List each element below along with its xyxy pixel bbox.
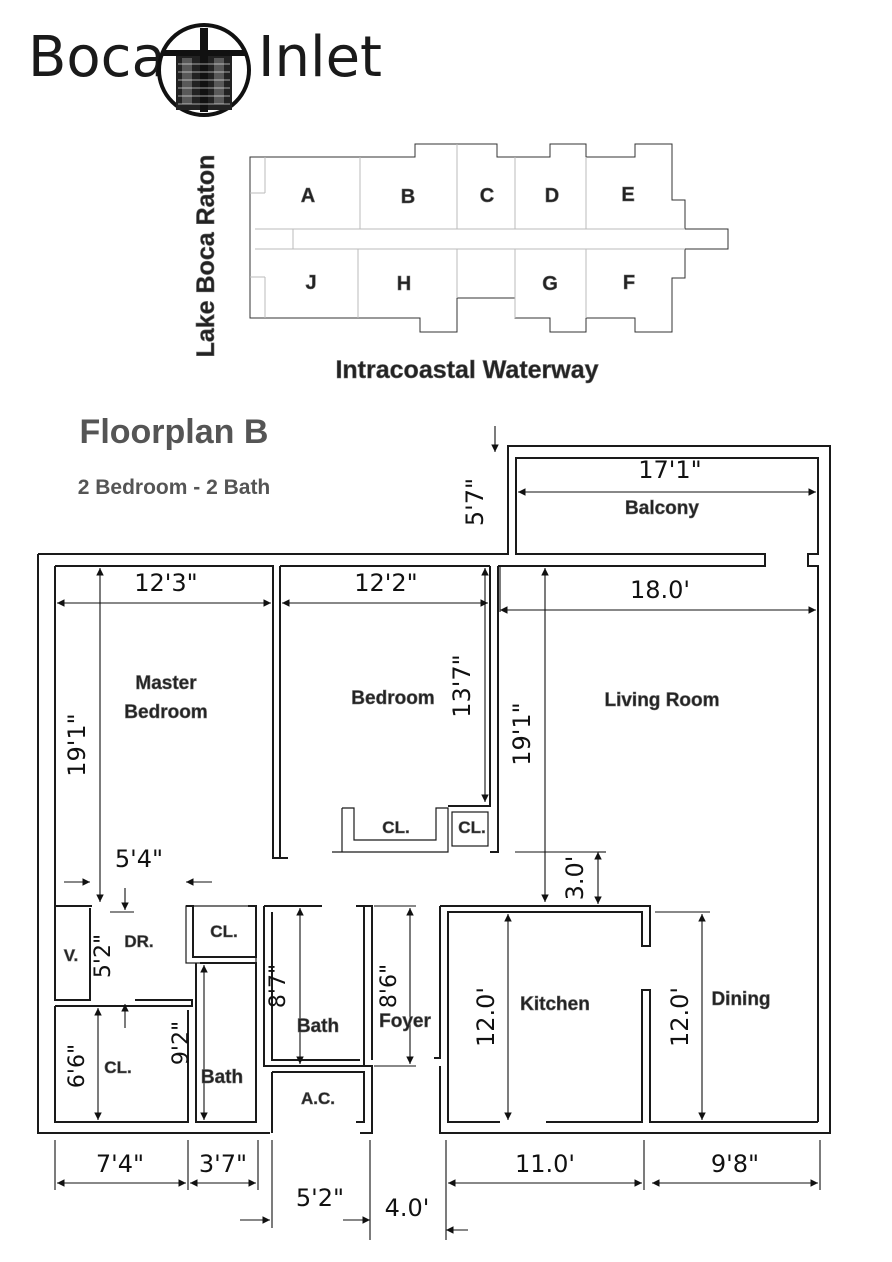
master-bedroom-label-2: Bedroom (124, 702, 207, 723)
ac-label: A.C. (301, 1089, 335, 1108)
site-key-plan: A B C D E J H G F Lake Boca Raton Intrac… (192, 143, 729, 384)
dressing-room-label: DR. (124, 932, 153, 951)
logo-right-word: Inlet (258, 25, 382, 90)
unit-h-label: H (397, 273, 411, 295)
dining-width-dim: 9'8" (711, 1150, 759, 1178)
unit-f-label: F (623, 272, 635, 294)
bottom-dim-hall: 5'2" (296, 1184, 344, 1212)
gap-dim: 3.0' (561, 856, 589, 901)
master-bedroom-label-1: Master (135, 673, 197, 694)
room-labels: Master Bedroom Bedroom Living Room Balco… (63, 498, 770, 1109)
logo-left-word: Boca (28, 25, 166, 90)
unit-g-label: G (542, 273, 558, 295)
dining-label: Dining (711, 989, 770, 1010)
balcony-depth-dim: 5'7" (461, 478, 489, 526)
vanity-label: V. (64, 946, 79, 965)
bottom-dim-foyer: 4.0' (385, 1194, 430, 1222)
lake-boca-raton-label: Lake Boca Raton (192, 155, 220, 358)
bedroom-closet-label: CL. (382, 818, 409, 837)
unit-e-label: E (621, 184, 634, 206)
bedroom-width-dim: 12'2" (354, 569, 417, 597)
hall-width-dim: 5'4" (115, 845, 163, 873)
floorplan-title: Floorplan B (80, 413, 269, 451)
balcony-label: Balcony (625, 498, 699, 519)
kitchen-depth-dim: 12.0' (472, 987, 500, 1047)
living-depth-dim: 19'1" (508, 702, 536, 765)
master-closet-label: CL. (104, 1058, 131, 1077)
living-width-dim: 18.0' (630, 576, 690, 604)
foyer-label: Foyer (379, 1011, 431, 1032)
unit-a-label: A (301, 185, 315, 207)
dimension-labels: 17'1" 5'7" 12'3" 12'2" 18.0' 19'1" 13'7"… (63, 456, 759, 1222)
kitchen-width-dim: 11.0' (515, 1150, 575, 1178)
bedroom-depth-dim: 13'7" (448, 654, 476, 717)
master-closet-depth-dim: 6'6" (65, 1044, 90, 1088)
kitchen-label: Kitchen (520, 994, 590, 1015)
unit-c-label: C (480, 185, 494, 207)
living-room-label: Living Room (604, 690, 719, 711)
unit-d-label: D (545, 185, 559, 207)
bedroom-label: Bedroom (351, 688, 434, 709)
building-logo-icon (157, 23, 251, 117)
bedroom-small-closet-label: CL. (458, 818, 485, 837)
floorplan-subtitle: 2 Bedroom - 2 Bath (78, 476, 271, 499)
foyer-depth-dim: 8'6" (377, 964, 402, 1008)
unit-b-label: B (401, 186, 415, 208)
walls (37, 445, 831, 1134)
hall-bath-depth-dim: 8'7" (266, 964, 291, 1008)
dining-depth-dim: 12.0' (666, 987, 694, 1047)
bottom-dim-master: 7'4" (96, 1150, 144, 1178)
master-bath-label: Bath (201, 1067, 243, 1088)
master-bath-depth-dim: 9'2" (169, 1021, 194, 1065)
dimension-lines (54, 426, 821, 1240)
master-depth-dim: 19'1" (63, 713, 91, 776)
master-width-dim: 12'3" (134, 569, 197, 597)
hall-closet-label: CL. (210, 922, 237, 941)
balcony-width-dim: 17'1" (638, 456, 701, 484)
hall-bath-label: Bath (297, 1016, 339, 1037)
dr-depth-dim: 5'2" (91, 934, 116, 978)
unit-j-label: J (305, 272, 316, 294)
intracoastal-waterway-label: Intracoastal Waterway (335, 356, 598, 384)
bottom-dim-bath: 3'7" (199, 1150, 247, 1178)
